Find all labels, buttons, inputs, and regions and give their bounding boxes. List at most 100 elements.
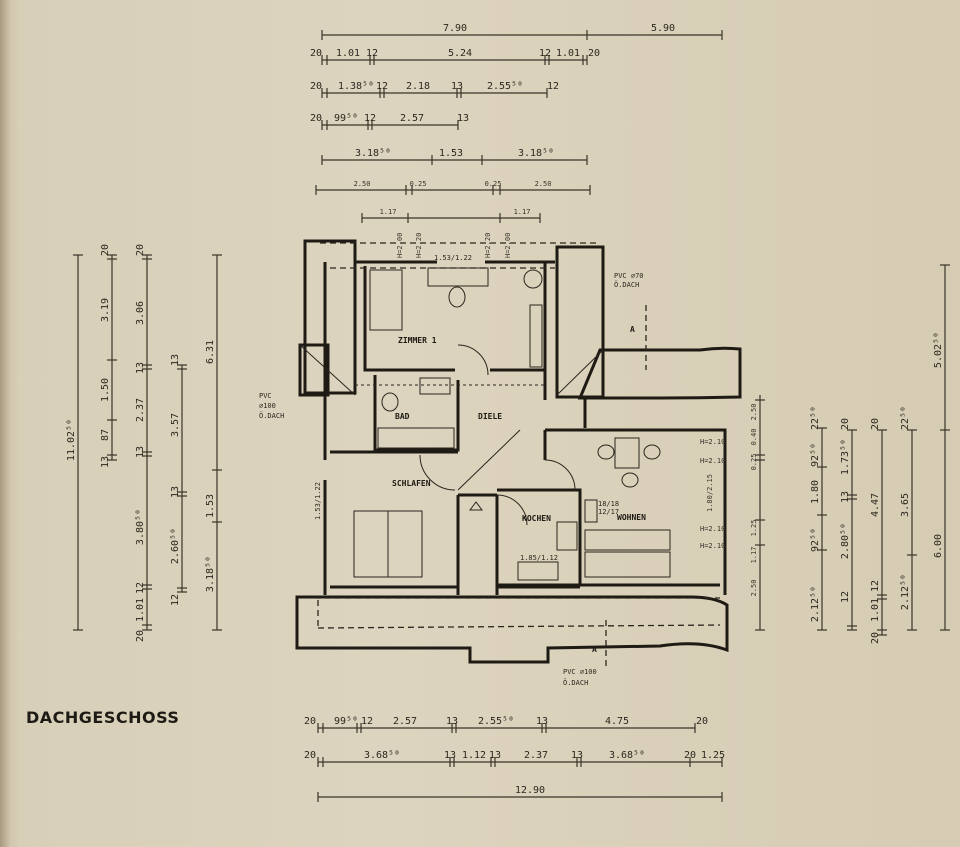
dimension-label: 2.37	[135, 398, 146, 422]
dimension-label: 20	[310, 81, 322, 92]
dimension-label: 1.80	[810, 480, 821, 504]
dimension-label: 5.90	[651, 23, 675, 34]
dimension-label: 2.12⁵⁰	[810, 586, 821, 622]
dimension-label: 2.80⁵⁰	[840, 523, 851, 559]
right-roof-strip	[577, 346, 742, 400]
dimension-label: 12	[135, 582, 146, 594]
dimension-label: 22⁵⁰	[810, 406, 821, 430]
dimension-label: 92⁵⁰	[810, 443, 821, 467]
window-size-left: 1.53/1.22	[314, 482, 322, 520]
dimension-label: 92⁵⁰	[810, 528, 821, 552]
dimension-label: 3.68⁵⁰	[609, 750, 645, 761]
dimension-label: 13	[489, 750, 501, 761]
room-label-bad: BAD	[395, 412, 410, 421]
dimension-label: 12	[361, 716, 373, 727]
dimension-label: 12	[539, 48, 551, 59]
dimension-label: 22⁵⁰	[900, 406, 911, 430]
dimension-label: 1.53	[439, 148, 463, 159]
dimension-label: 2.50	[750, 404, 758, 421]
drawing-title: DACHGESCHOSS	[26, 708, 180, 727]
dimension-label: 87	[100, 429, 111, 441]
height-note: H=2.10	[700, 542, 725, 550]
dimension-label: 0.25	[410, 180, 427, 188]
dimension-label: 20	[310, 113, 322, 124]
dimension-label: 13	[536, 716, 548, 727]
dimension-label: 1.25	[750, 520, 758, 537]
dimension-label: 12	[376, 81, 388, 92]
dimension-label: 7.90	[443, 23, 467, 34]
dimension-label: 0.40	[750, 429, 758, 446]
dimension-label: 2.50	[750, 580, 758, 597]
dimension-label: 3.68⁵⁰	[364, 750, 400, 761]
dimension-label: 1.17	[514, 208, 531, 216]
dimension-label: 13	[571, 750, 583, 761]
bottom-roof-band	[295, 595, 729, 664]
dimension-label: 20	[135, 630, 146, 642]
dimension-label: 13	[451, 81, 463, 92]
dimension-label: 20	[870, 632, 881, 644]
dimension-label: 1.25	[701, 750, 725, 761]
dimension-label: 13	[100, 456, 111, 468]
dimension-label: 20	[310, 48, 322, 59]
height-note: H=2.00	[396, 233, 404, 258]
left-dormer-roof	[303, 239, 357, 395]
dimension-label: 12	[547, 81, 559, 92]
dimension-label: 1.12	[462, 750, 486, 761]
dimension-label: 2.18	[406, 81, 430, 92]
dimension-label: 12	[170, 594, 181, 606]
dimension-label: 4.47	[870, 493, 881, 517]
dimension-label: 5.24	[448, 48, 472, 59]
dimension-label: 6.00	[933, 534, 944, 558]
dimension-label: 13	[840, 491, 851, 503]
pvc-note-left-2: ⌀100	[259, 402, 276, 410]
height-note: H=2.10	[700, 438, 725, 446]
dimension-label: 2.37	[524, 750, 548, 761]
dimension-label: 13	[446, 716, 458, 727]
dimension-label: 4.75	[605, 716, 629, 727]
dimension-label: 1.17	[750, 547, 758, 564]
pvc-note-bottom-2: Ö.DACH	[563, 678, 588, 687]
dimension-label: 20	[304, 716, 316, 727]
dimension-label: 2.50	[354, 180, 371, 188]
dimension-label: 1.01	[870, 598, 881, 622]
room-label-kochen: KOCHEN	[522, 514, 551, 523]
dimension-label: 1.38⁵⁰	[338, 81, 374, 92]
dimension-label: 2.12⁵⁰	[900, 574, 911, 610]
dimension-label: 2.55⁵⁰	[487, 81, 523, 92]
dimension-label: 1.01	[336, 48, 360, 59]
kitchen-window-size: 1.85/1.12	[520, 554, 558, 562]
furniture	[353, 267, 671, 581]
window-size-top: 1.53/1.22	[434, 254, 472, 262]
dimension-label: 1.01	[135, 598, 146, 622]
dimension-label: 13	[444, 750, 456, 761]
room-label-wohnen: WOHNEN	[617, 513, 646, 522]
dimension-label: 6.31	[205, 340, 216, 364]
dimension-label: 12.90	[515, 785, 545, 796]
pvc-note-right-1: PVC ⌀70	[614, 272, 644, 280]
dimension-label: 1.50	[100, 378, 111, 402]
dimension-label: 3.06	[135, 301, 146, 325]
dimension-label: 12	[364, 113, 376, 124]
dimension-label: 12	[870, 580, 881, 592]
dimension-label: 3.80⁵⁰	[135, 509, 146, 545]
dimension-label: 2.60⁵⁰	[170, 528, 181, 564]
dimension-label: 20	[696, 716, 708, 727]
dimension-label: 1.73⁵⁰	[840, 439, 851, 475]
height-note: H=2.10	[700, 525, 725, 533]
dimension-label: 2.57	[393, 716, 417, 727]
dimension-label: 3.18⁵⁰	[518, 148, 554, 159]
section-marker-top: A	[630, 325, 635, 334]
dimension-label: 3.65	[900, 493, 911, 517]
dimension-label: 3.18⁵⁰	[205, 556, 216, 592]
pvc-note-bottom-1: PVC ⌀100	[563, 668, 597, 676]
dimension-label: 20	[684, 750, 696, 761]
dimension-label: 99⁵⁰	[334, 716, 358, 727]
dimension-label: 5.02⁵⁰	[933, 332, 944, 368]
dimension-label: 0.25	[750, 454, 758, 471]
right-dormer-roof	[555, 245, 605, 399]
dimension-label: 20	[135, 244, 146, 256]
dimension-label: 13	[170, 486, 181, 498]
height-note: H=2.20	[484, 233, 492, 258]
